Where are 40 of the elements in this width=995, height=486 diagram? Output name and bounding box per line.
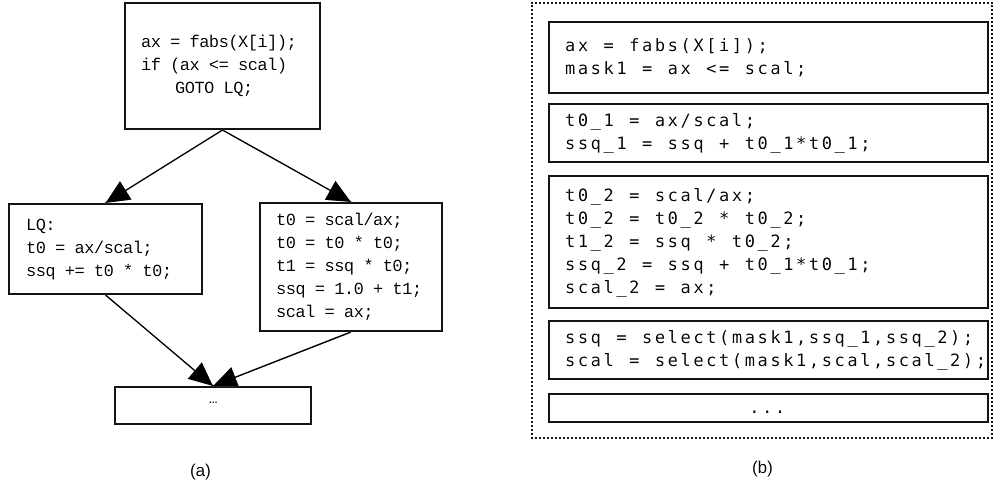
code-line: LQ: <box>26 216 56 238</box>
code-line: t0_1 = ax/scal; <box>565 110 759 133</box>
code-line: scal_2 = ax; <box>565 276 720 300</box>
code-line: ssq = select(mask1,ssq_1,ssq_2); <box>565 327 977 350</box>
code-line: t1 = ssq * t0; <box>276 256 413 278</box>
code-line: t0_2 = t0_2 * t0_2; <box>565 208 810 230</box>
code-line: mask1 = ax <= scal; <box>565 58 810 80</box>
code-line: t0 = t0 * t0; <box>276 234 404 256</box>
code-line: scal = select(mask1,scal,scal_2); <box>565 350 987 373</box>
dotted-frame <box>531 2 993 439</box>
panel-caption: (b) <box>752 457 773 479</box>
code-box <box>548 175 989 309</box>
code-box <box>259 202 443 332</box>
code-box <box>114 386 312 425</box>
code-line: t0_2 = scal/ax; <box>565 184 759 208</box>
code-box <box>548 393 989 423</box>
code-line: ax = fabs(X[i]); <box>141 32 298 54</box>
code-line: ... <box>749 398 788 418</box>
arrow <box>105 129 223 204</box>
code-line: scal = ax; <box>276 302 374 324</box>
code-line: t0 = ax/scal; <box>26 238 154 260</box>
code-line: ssq_2 = ssq + t0_1*t0_1; <box>565 254 874 276</box>
code-line: … <box>209 392 217 408</box>
code-line: ssq += t0 * t0; <box>26 262 173 284</box>
arrow <box>222 129 352 203</box>
panel-caption: (a) <box>190 460 211 482</box>
arrow <box>212 331 352 388</box>
arrow <box>105 294 214 387</box>
code-line: ssq_1 = ssq + t0_1*t0_1; <box>565 133 874 156</box>
code-line: ssq = 1.0 + t1; <box>276 280 423 302</box>
code-box <box>124 2 321 130</box>
code-line: t0 = scal/ax; <box>276 210 404 232</box>
code-box <box>548 103 989 163</box>
code-box <box>8 203 203 295</box>
code-line: t1_2 = ssq * t0_2; <box>565 230 798 254</box>
code-box <box>548 320 989 380</box>
code-line: ax = fabs(X[i]); <box>565 34 772 58</box>
code-box <box>548 21 989 94</box>
code-line: GOTO LQ; <box>174 78 254 100</box>
code-line: if (ax <= scal) <box>141 56 288 78</box>
